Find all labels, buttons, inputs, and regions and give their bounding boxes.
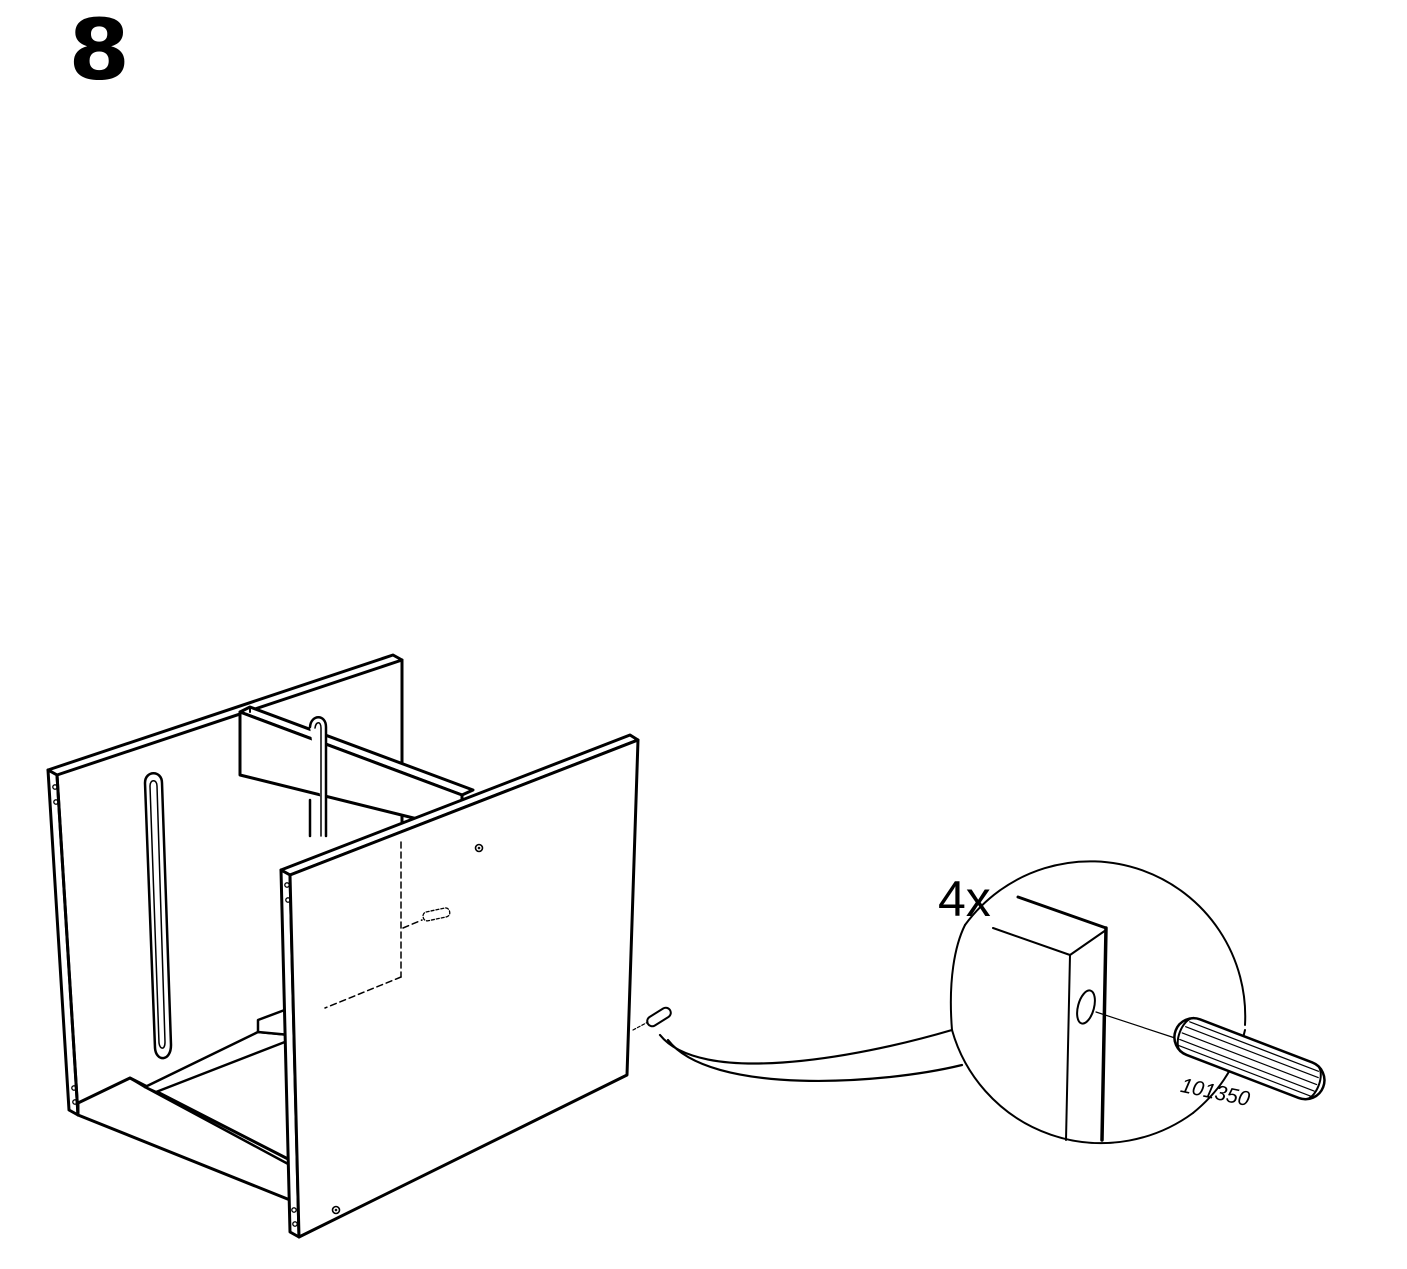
dowel-detail-icon	[1173, 1016, 1326, 1101]
left-side-panel	[46, 653, 404, 1117]
hidden-rail-outline	[324, 841, 423, 1009]
hidden-dowel	[422, 907, 451, 922]
detail-circle	[949, 860, 1247, 1145]
drawer-slot-left	[143, 772, 173, 1060]
wooden-dowel-icon	[632, 1006, 672, 1031]
quantity-label: 4x	[938, 871, 991, 927]
back-top-rail	[238, 705, 475, 832]
drawer-slot-right	[308, 716, 328, 838]
panel-corner-detail	[992, 895, 1176, 1142]
bottom-rails	[76, 1006, 292, 1202]
step-number: 8	[68, 1, 130, 99]
callout-leader	[658, 1028, 964, 1083]
right-side-panel	[279, 733, 640, 1239]
